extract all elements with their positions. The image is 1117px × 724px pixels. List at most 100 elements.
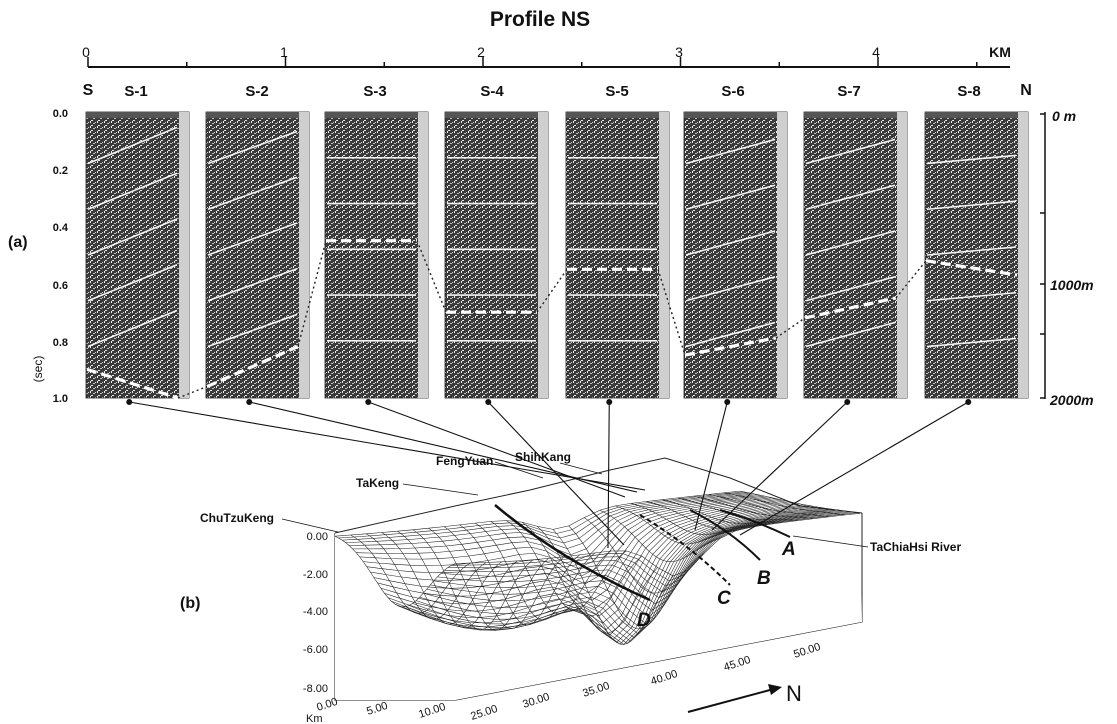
basement-link: [536, 268, 568, 313]
section-titles: S-1 S-2 S-3 S-4 S-5 S-6 S-7 S-8: [124, 83, 980, 100]
seismic-panel-header: [86, 112, 189, 118]
section-title-s5: S-5: [605, 83, 628, 100]
seismic-panel-s-2: [205, 111, 310, 399]
block-top-edge: [334, 457, 863, 534]
seismic-panel-trace-edge: [897, 112, 907, 398]
seismic-panel-background: [444, 111, 549, 399]
depth-tick-0m: 0 m: [1052, 108, 1076, 124]
seismic-panel-header: [566, 112, 669, 118]
horizon-line: [87, 172, 178, 210]
fault-line-d: [494, 504, 651, 602]
depth-tick-1000m: 1000m: [1050, 277, 1094, 293]
y-tick-2: 35.00: [581, 680, 611, 700]
km-label-2: 2: [477, 44, 485, 60]
section-title-s2: S-2: [245, 83, 268, 100]
panel-label-b: (b): [180, 595, 200, 612]
place-shihkang-leader: [559, 462, 603, 475]
km-label-4: 4: [872, 44, 880, 60]
mesh-line-v: [397, 530, 518, 629]
seismic-panel-s-1: [85, 111, 190, 400]
mesh-line-v: [490, 521, 611, 615]
section-title-s7: S-7: [837, 83, 860, 100]
km-scale-ticks: [87, 57, 978, 67]
basement-reflector: [206, 345, 299, 389]
place-shihkang: ShihKang: [515, 450, 571, 464]
horizon-line: [685, 184, 776, 211]
mesh-line-v: [724, 492, 845, 516]
seismic-panel-background: [683, 111, 788, 399]
time-tick-4: 0.8: [53, 337, 68, 349]
seismic-panel-header: [445, 112, 548, 118]
depth-tick-2000m: 2000m: [1049, 392, 1094, 408]
seismic-panel-background: [205, 111, 310, 399]
south-label: S: [83, 82, 94, 99]
mesh-line-v: [381, 532, 502, 625]
place-chutzukeng: ChuTzuKeng: [200, 511, 274, 525]
mesh-line-v: [630, 503, 752, 535]
horizon-line: [685, 138, 776, 165]
mesh-line-v: [459, 524, 580, 626]
connector-line: [249, 401, 638, 493]
seismic-panel-background: [324, 111, 429, 399]
mesh-line-v: [428, 527, 549, 631]
time-tick-0: 0.0: [53, 108, 68, 120]
fault-letter-b: B: [757, 568, 771, 589]
seismic-panel-trace-edge: [777, 112, 787, 398]
mesh-line-v: [366, 533, 487, 620]
connector-line: [694, 401, 728, 531]
horizon-line: [926, 291, 1017, 302]
seismic-panel-trace-edge: [299, 112, 309, 398]
mesh-line-v: [599, 509, 720, 562]
seismic-panel-header: [206, 112, 309, 118]
basement-surface-mesh: [335, 466, 862, 700]
seismic-panel-header: [684, 112, 787, 118]
horizon-line: [805, 184, 896, 211]
seismic-panel-background: [565, 111, 670, 399]
horizon-line: [926, 246, 1017, 256]
mesh-line-v: [521, 521, 643, 617]
seismic-panel-header: [804, 112, 907, 118]
fault-letter-d: D: [637, 610, 651, 631]
horizon-line: [805, 230, 896, 256]
basement-link: [297, 240, 327, 347]
horizon-line: [926, 154, 1017, 165]
horizon-line: [685, 275, 776, 302]
seismic-panel-header: [325, 112, 428, 118]
time-axis: 0.0 0.2 0.4 0.6 0.8 1.0 (sec): [31, 108, 69, 405]
seismic-panel-trace-edge: [1018, 112, 1028, 398]
y-tick-5: 50.00: [792, 641, 822, 661]
y-tick-4: 45.00: [722, 654, 752, 674]
km-unit: KM: [989, 44, 1011, 60]
panel-label-a: (a): [8, 234, 28, 251]
fault-letter-c: C: [717, 588, 731, 609]
horizon-line: [805, 138, 896, 165]
place-takeng-leader: [402, 483, 479, 496]
y-tick-0: 25.00: [469, 703, 499, 723]
section-title-s4: S-4: [480, 83, 504, 100]
fault-line-b: [689, 509, 761, 561]
km-scale: 0 1 2 3 4 KM S N: [82, 44, 1032, 99]
z-tick-4: -8.00: [303, 683, 328, 695]
mesh-line-v: [615, 505, 736, 545]
basement-reflector: [804, 296, 897, 320]
z-tick-3: -6.00: [303, 644, 328, 656]
z-tick-2: -4.00: [303, 606, 328, 618]
mesh-line-v: [537, 526, 658, 634]
mesh-line-v: [443, 526, 565, 629]
block-diagram: 0.00 -2.00 -4.00 -6.00 -8.00 0.00 5.00 1…: [200, 450, 961, 724]
y-tick-3: 40.00: [649, 668, 679, 688]
seismic-panel-s-5: [565, 111, 670, 399]
x-tick-1: 5.00: [365, 700, 389, 718]
seismic-panel-s-8: [924, 111, 1029, 399]
x-axis-unit: Km: [306, 713, 323, 724]
depth-axis: 0 m 1000m 2000m: [1040, 108, 1094, 408]
horizon-line: [87, 126, 178, 165]
seismic-panels: [85, 111, 1029, 400]
horizon-line: [207, 267, 298, 302]
connector-line: [487, 401, 625, 546]
connector-line: [739, 401, 969, 536]
basement-reflector: [86, 367, 179, 400]
horizon-line: [685, 321, 776, 348]
time-tick-3: 0.6: [53, 280, 68, 292]
mesh-line-v: [646, 501, 767, 529]
